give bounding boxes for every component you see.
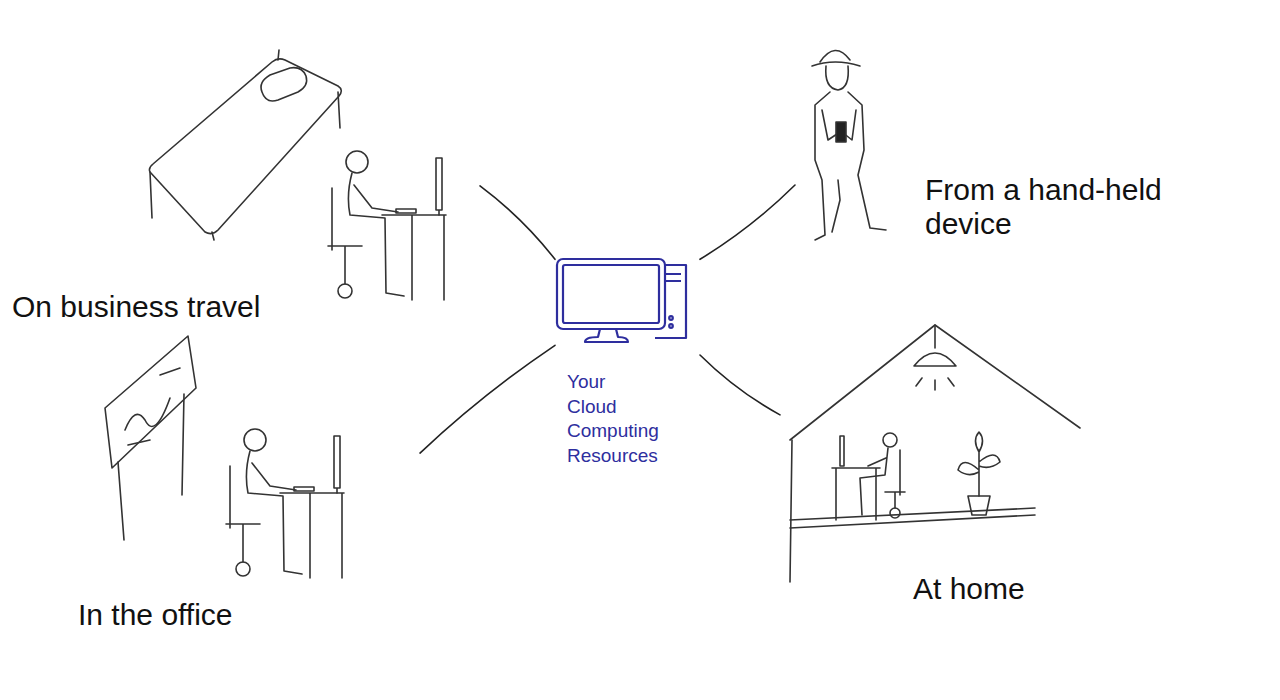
sketch-stroke xyxy=(826,66,849,90)
standing-person xyxy=(812,50,886,240)
scene-caption: On business travel xyxy=(12,290,472,324)
scene-node: In the office xyxy=(70,330,420,640)
house xyxy=(790,325,1080,582)
scene-node: From a hand-held device xyxy=(795,45,1227,245)
sketch-stroke xyxy=(815,92,886,240)
sketch-stroke xyxy=(125,368,180,445)
sketch-stroke xyxy=(338,284,352,298)
sketch-stroke xyxy=(885,450,905,508)
sketch-stroke xyxy=(914,325,956,390)
sketch-stroke xyxy=(334,436,340,493)
connector-line xyxy=(420,345,555,453)
sketch-stroke xyxy=(354,185,398,212)
sketch-stroke xyxy=(790,508,1035,528)
sketch-stroke xyxy=(294,487,314,491)
sketch-stroke xyxy=(150,50,340,240)
sketch-stroke xyxy=(149,59,341,234)
sketch-stroke xyxy=(348,173,404,296)
sketch-stroke xyxy=(669,316,673,320)
sketch-stroke xyxy=(436,158,442,215)
sketch-stroke xyxy=(246,451,302,574)
computer-icon xyxy=(557,259,686,342)
sketch-stroke xyxy=(890,508,900,518)
connector-line xyxy=(480,186,555,259)
connector-line xyxy=(700,185,795,259)
sketch-stroke xyxy=(244,429,266,451)
connector-line xyxy=(700,355,780,415)
sketch-stroke xyxy=(280,493,344,578)
scene-caption: In the office xyxy=(78,598,398,632)
sketch-stroke xyxy=(261,68,307,101)
scene-node: On business travel xyxy=(10,55,480,330)
person-at-desk xyxy=(226,429,344,578)
sketch-stroke xyxy=(118,394,184,540)
sketch-stroke xyxy=(669,324,673,328)
sketch-stroke xyxy=(563,265,659,323)
sketch-stroke xyxy=(860,448,888,515)
scene-caption: At home xyxy=(913,572,1073,606)
sketch-stroke xyxy=(790,440,792,582)
sketch-stroke xyxy=(883,433,897,447)
sketch-stroke xyxy=(346,151,368,173)
sketch-stroke xyxy=(840,436,844,466)
scene-node: At home xyxy=(780,325,1080,615)
sketch-stroke xyxy=(812,50,860,66)
sketch-stroke xyxy=(252,463,296,490)
sketch-stroke xyxy=(396,209,416,213)
sketch-stroke xyxy=(382,215,446,300)
whiteboard xyxy=(105,336,196,540)
cloud-label: Your Cloud Computing Resources xyxy=(567,370,660,468)
sketch-stroke xyxy=(585,329,628,342)
sketch-stroke xyxy=(958,432,1000,496)
sketch-stroke xyxy=(968,496,990,515)
cloud-node: Your Cloud Computing Resources xyxy=(555,255,700,470)
person-at-desk xyxy=(328,151,446,300)
sketch-stroke xyxy=(236,562,250,576)
hotel-bed xyxy=(149,50,341,240)
sketch-stroke xyxy=(836,122,846,142)
sketch-stroke xyxy=(790,325,1080,440)
sketch-stroke xyxy=(226,466,260,562)
sketch-stroke xyxy=(557,259,665,329)
scene-caption: From a hand-held device xyxy=(925,173,1225,241)
sketch-stroke xyxy=(328,188,362,284)
